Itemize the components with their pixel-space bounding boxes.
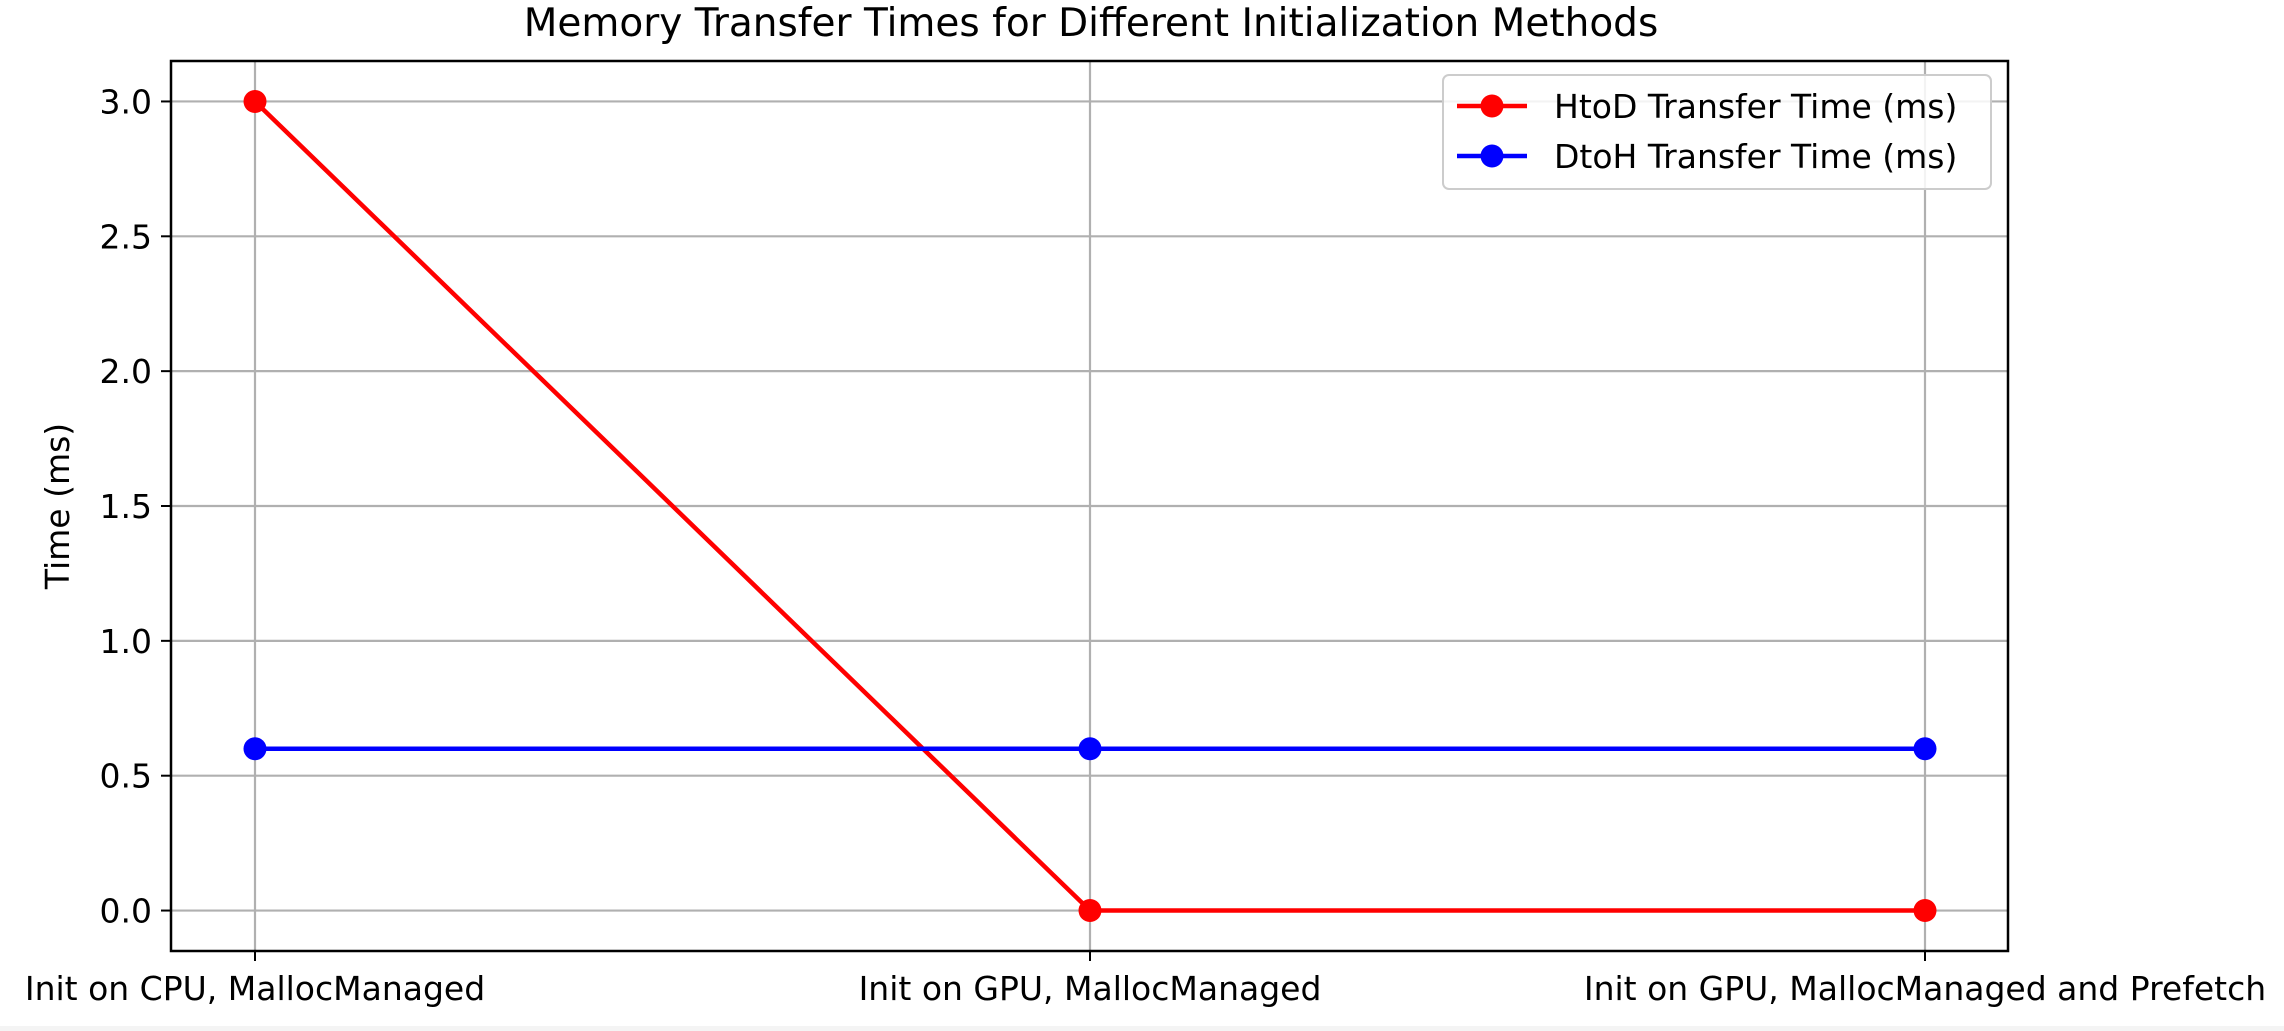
data-point [243,737,267,761]
y-tick-label: 2.0 [100,352,152,391]
y-tick-label: 2.5 [100,217,152,256]
legend: HtoD Transfer Time (ms) DtoH Transfer Tim… [1442,74,1992,190]
y-tick-label: 0.5 [100,757,152,796]
chart-title: Memory Transfer Times for Different Init… [524,1,1659,46]
x-tick-label: Init on CPU, MallocManaged [25,969,485,1008]
y-axis-label: Time (ms) [38,423,77,590]
y-tick-label: 1.5 [100,487,152,526]
legend-swatch-marker [1480,144,1504,168]
y-tick-label: 0.0 [100,892,152,931]
data-point [1078,737,1102,761]
legend-label: DtoH Transfer Time (ms) [1554,137,1957,176]
data-point [243,89,267,113]
legend-label: HtoD Transfer Time (ms) [1554,87,1957,126]
bottom-band [0,1026,2284,1031]
x-axis: Init on CPU, MallocManaged Init on GPU, M… [25,951,2266,1008]
x-tick-label: Init on GPU, MallocManaged [859,969,1322,1008]
x-tick-label: Init on GPU, MallocManaged and Prefetch [1584,969,2266,1008]
data-point [1078,899,1102,923]
grid [171,61,2008,951]
legend-swatch-marker [1480,94,1504,118]
y-tick-label: 1.0 [100,622,152,661]
y-tick-label: 3.0 [100,82,152,121]
data-point [1913,737,1937,761]
legend-box [1442,74,1992,190]
y-axis: 0.0 0.5 1.0 1.5 2.0 2.5 3.0 [100,82,171,931]
data-point [1913,899,1937,923]
series [243,89,1937,923]
